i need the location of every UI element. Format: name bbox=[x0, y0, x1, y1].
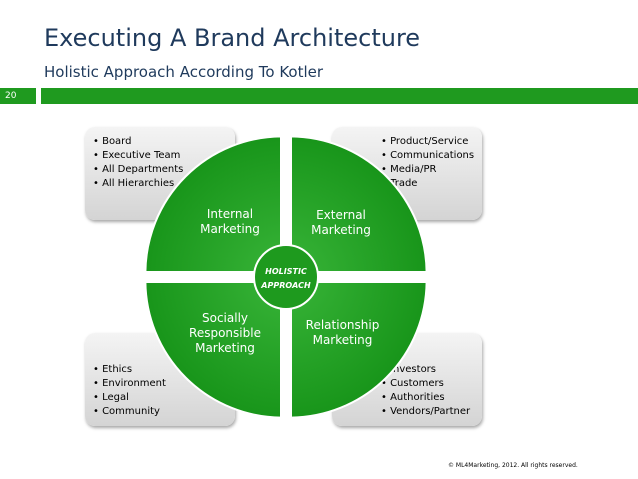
title-rule bbox=[41, 88, 638, 104]
copyright-notice: © ML4Marketing, 2012. All rights reserve… bbox=[448, 462, 578, 469]
list-item: Vendors/Partner bbox=[381, 405, 470, 419]
slide-title: Executing A Brand Architecture bbox=[44, 24, 421, 52]
external-marketing-list: Product/Service Communications Media/PR … bbox=[381, 135, 474, 191]
holistic-approach-label: HOLISTIC APPROACH bbox=[261, 267, 311, 290]
list-item: Executive Team bbox=[93, 149, 183, 163]
internal-marketing-label: Internal Marketing bbox=[200, 207, 260, 236]
quadrant-internal bbox=[144, 135, 282, 273]
external-marketing-label: External Marketing bbox=[311, 208, 371, 237]
relationship-marketing-label: Relationship Marketing bbox=[305, 318, 380, 347]
list-item: Media/PR bbox=[381, 163, 474, 177]
slide-number: 20 bbox=[0, 88, 36, 104]
list-item: All Departments bbox=[93, 163, 183, 177]
list-item: All Hierarchies bbox=[93, 177, 183, 191]
list-item: Communications bbox=[381, 149, 474, 163]
list-item: Community bbox=[93, 405, 166, 419]
list-item: Customers bbox=[381, 377, 470, 391]
socially-responsible-marketing-label: Socially Responsible Marketing bbox=[189, 311, 261, 355]
list-item: Investors bbox=[381, 363, 470, 377]
list-item: Product/Service bbox=[381, 135, 474, 149]
list-item: Trade bbox=[381, 177, 474, 191]
relationship-marketing-list: Investors Customers Authorities Vendors/… bbox=[381, 363, 470, 419]
slide-subtitle: Holistic Approach According To Kotler bbox=[44, 63, 324, 81]
quadrant-external bbox=[290, 135, 428, 273]
list-item: Board bbox=[93, 135, 183, 149]
center-circle bbox=[253, 244, 319, 310]
quadrant-relationship bbox=[290, 281, 428, 419]
list-item: Environment bbox=[93, 377, 166, 391]
internal-marketing-list: Board Executive Team All Departments All… bbox=[93, 135, 183, 191]
list-item: Authorities bbox=[381, 391, 470, 405]
list-item: Legal bbox=[93, 391, 166, 405]
quadrant-socially-responsible bbox=[144, 281, 282, 419]
socially-responsible-marketing-list: Ethics Environment Legal Community bbox=[93, 363, 166, 419]
list-item: Ethics bbox=[93, 363, 166, 377]
